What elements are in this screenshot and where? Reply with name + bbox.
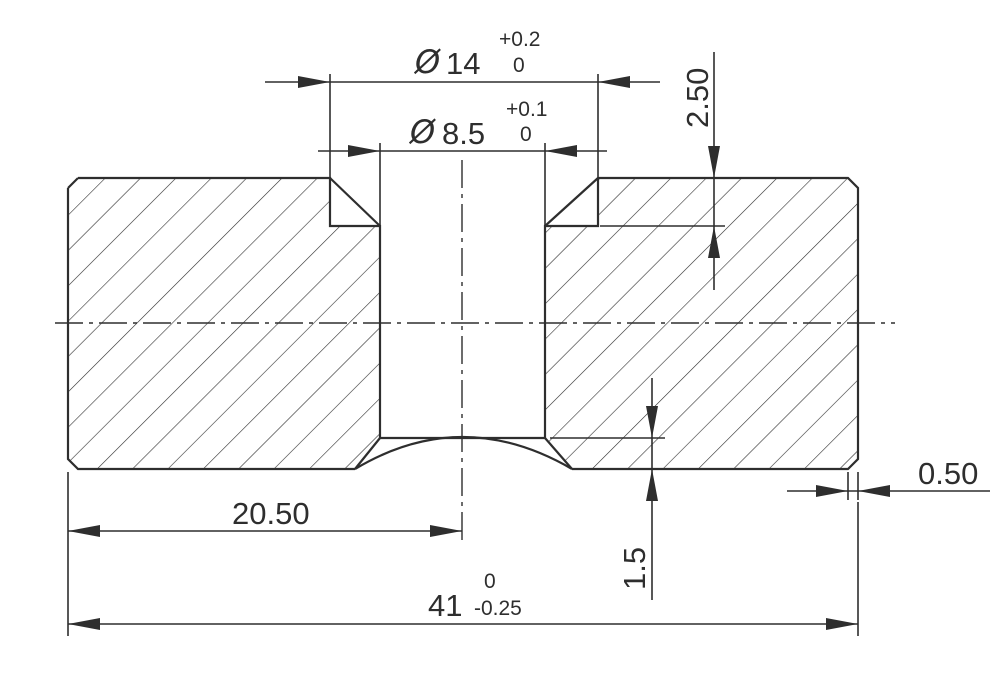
- hatched-section-right: [545, 178, 858, 469]
- overall-length-value: 41: [428, 588, 462, 623]
- counterbore-upper-tol: +0.2: [499, 28, 540, 51]
- groove-depth-value: 1.5: [617, 547, 652, 590]
- counterbore-diameter-value: 14: [446, 46, 480, 81]
- overall-upper-tol: 0: [484, 570, 496, 593]
- dim-counterbore-depth: 2.50: [600, 52, 725, 290]
- phi-symbol: Ø: [408, 113, 436, 151]
- dim-overall-length: 41 0 -0.25: [68, 502, 859, 636]
- counterbore-depth-value: 2.50: [680, 68, 715, 128]
- hole-lower-tol: 0: [520, 123, 532, 146]
- dim-groove-depth: 1.5: [550, 378, 665, 600]
- hatched-section-left: [68, 178, 380, 469]
- phi-symbol: Ø: [413, 43, 441, 81]
- dim-chamfer: 0.50: [787, 456, 990, 500]
- hole-diameter-value: 8.5: [442, 116, 485, 151]
- dim-center-offset: 20.50: [67, 472, 462, 636]
- hole-upper-tol: +0.1: [506, 98, 547, 121]
- chamfer-value: 0.50: [918, 456, 978, 491]
- center-offset-value: 20.50: [232, 496, 310, 531]
- dim-counterbore-diameter: Ø 14 +0.2 0: [265, 28, 660, 178]
- overall-lower-tol: -0.25: [474, 597, 522, 620]
- counterbore-lower-tol: 0: [513, 54, 525, 77]
- dim-hole-diameter: Ø 8.5 +0.1 0: [318, 98, 607, 226]
